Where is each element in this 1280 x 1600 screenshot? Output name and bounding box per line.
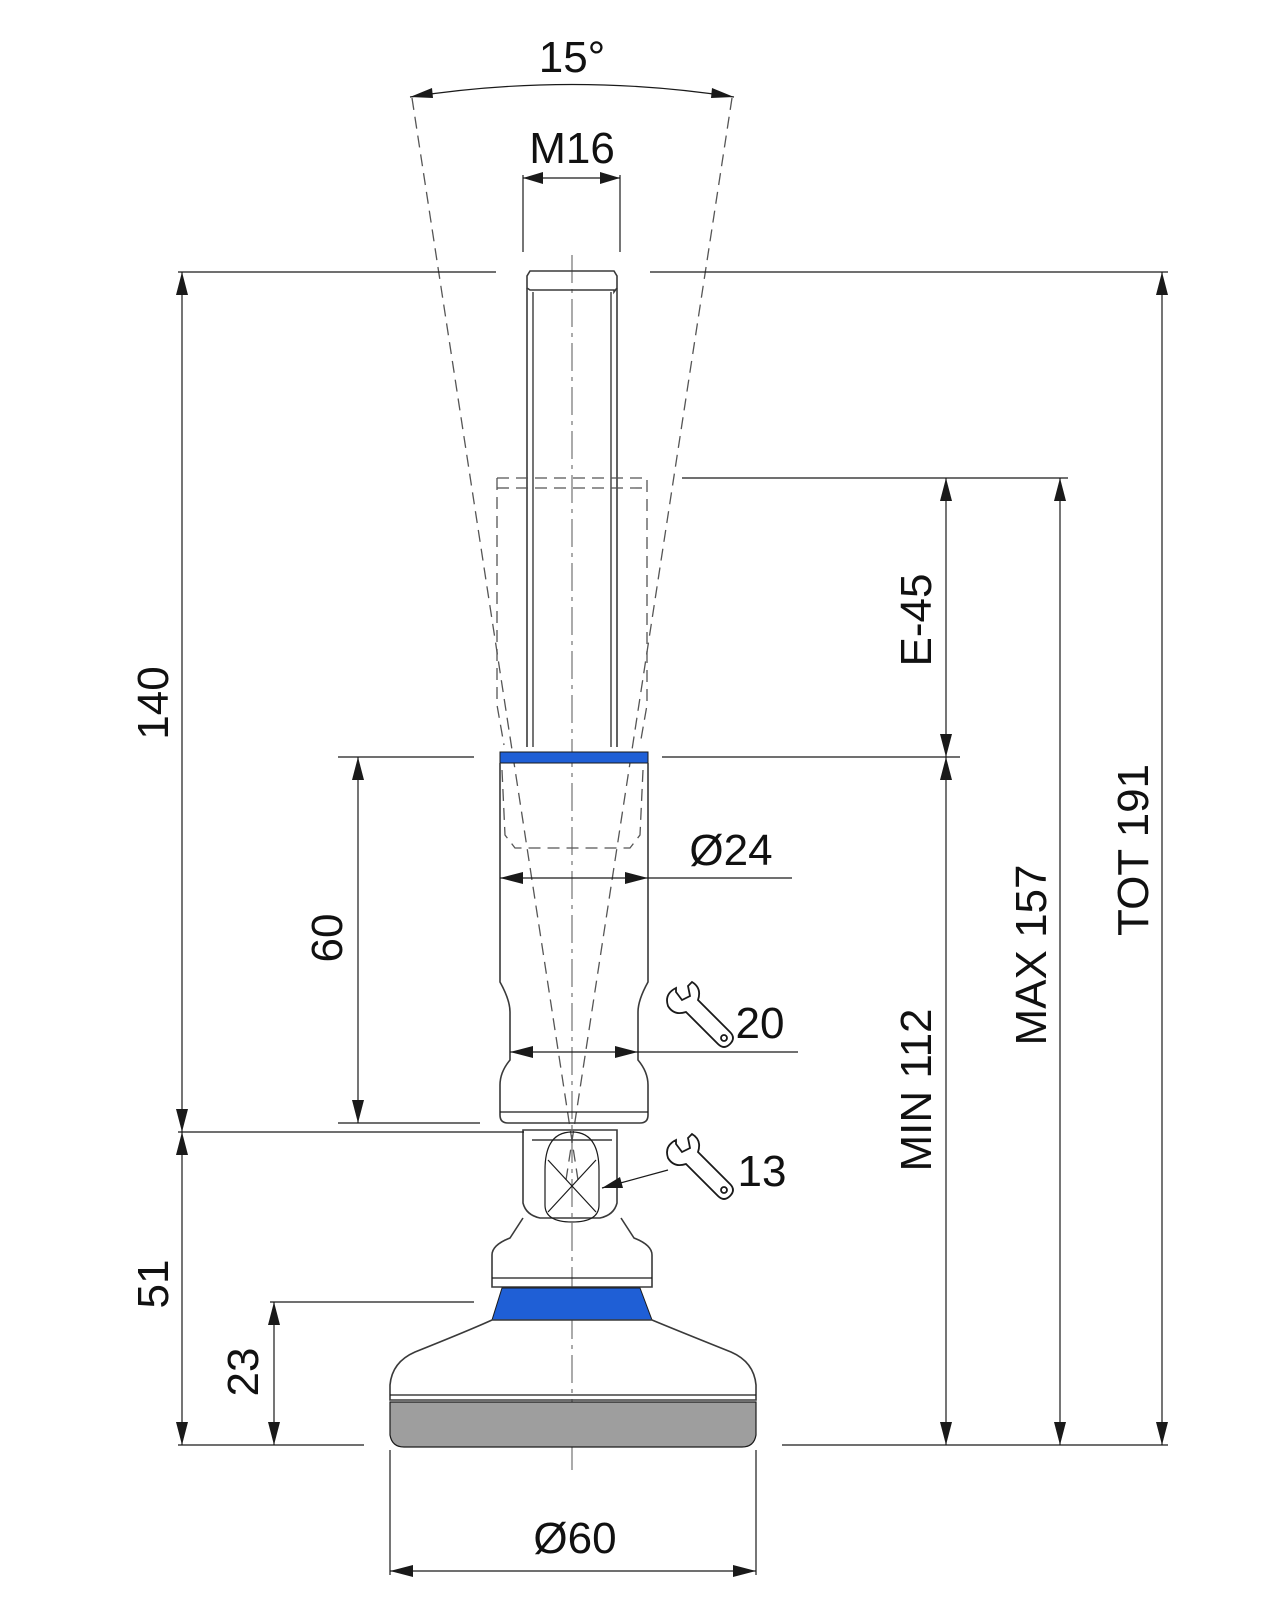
stroke-label: E-45	[892, 574, 941, 667]
total-height-dimension	[1156, 272, 1168, 1445]
wrench-nut-leader	[601, 1169, 669, 1189]
wrench-icon-20	[666, 980, 734, 1048]
top-seal-ring	[499, 751, 649, 764]
body-height-label: 60	[303, 914, 352, 963]
wrench-body-label: 20	[736, 999, 785, 1048]
base-diameter-dimension	[389, 1450, 757, 1577]
angle-label: 15°	[539, 33, 606, 82]
ball-joint	[522, 1129, 618, 1223]
body-diameter-dimension	[500, 872, 792, 884]
adjuster-body	[499, 763, 649, 1124]
extended-position-outline	[496, 477, 648, 849]
wrench-icon-13	[666, 1132, 734, 1200]
base-seal-ring	[491, 1287, 653, 1321]
wrench-body-dimension	[510, 1046, 798, 1058]
body-diameter-label: Ø24	[689, 826, 772, 875]
threaded-stud	[526, 270, 618, 747]
thread-label: M16	[529, 124, 615, 173]
body-height-dimension	[352, 757, 364, 1123]
base-plate	[389, 1319, 757, 1401]
max-height-label: MAX 157	[1007, 865, 1056, 1046]
max-height-dimension	[1054, 478, 1066, 1445]
thread-dimension	[522, 172, 621, 252]
stud-height-dimension	[176, 272, 188, 1132]
rubber-pad	[389, 1401, 757, 1448]
pad-height-dimension	[268, 1302, 280, 1445]
stud-height-label: 140	[129, 666, 178, 739]
stroke-dimension	[940, 478, 952, 757]
flange	[491, 1217, 653, 1288]
extension-lines	[178, 271, 1168, 1446]
pad-height-label: 23	[219, 1348, 268, 1397]
min-height-dimension	[940, 757, 952, 1445]
tilt-cone	[409, 83, 735, 1181]
base-height-label: 51	[129, 1260, 178, 1309]
base-diameter-label: Ø60	[533, 1514, 616, 1563]
min-height-label: MIN 112	[892, 1008, 941, 1171]
total-height-label: TOT 191	[1109, 764, 1158, 936]
wrench-nut-label: 13	[738, 1147, 787, 1196]
base-height-dimension	[176, 1132, 188, 1445]
